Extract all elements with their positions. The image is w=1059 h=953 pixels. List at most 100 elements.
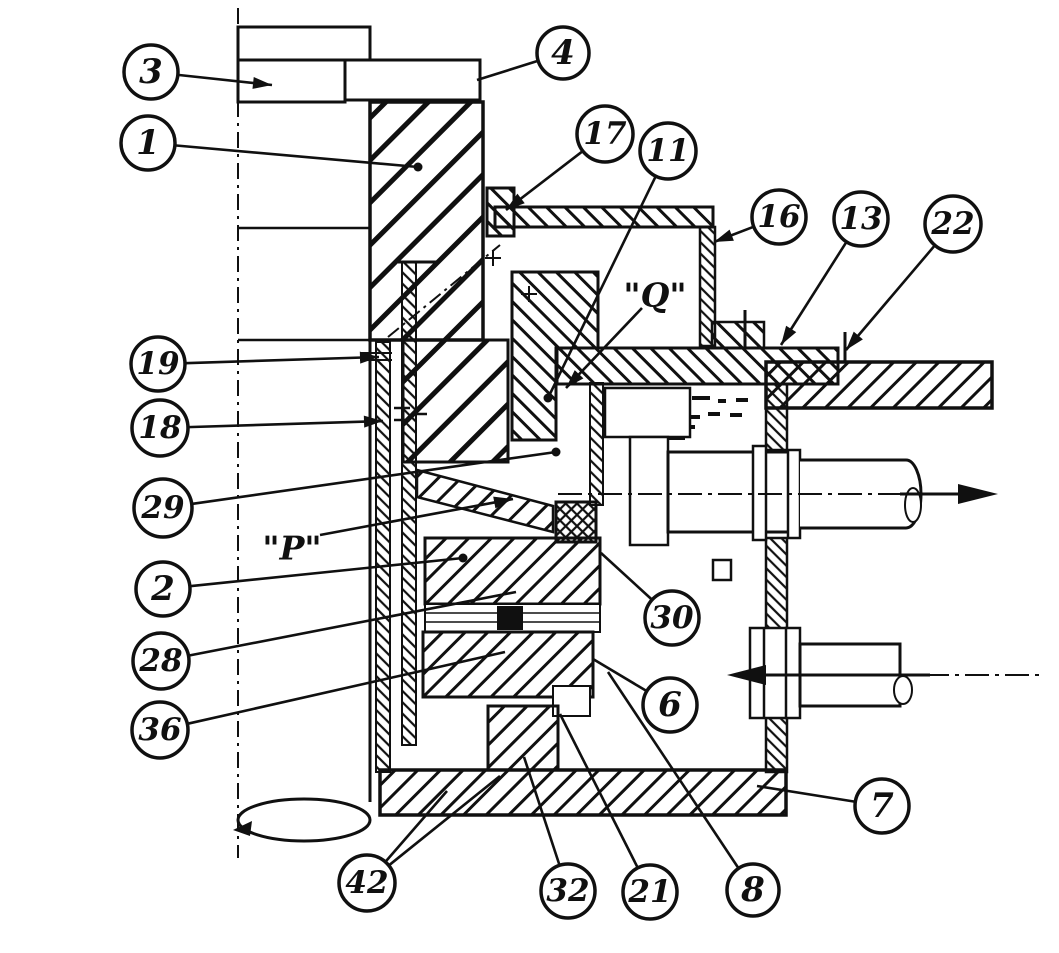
callout-circle	[643, 589, 701, 647]
bearing-part30	[554, 500, 598, 544]
view-label-Q: "Q"	[623, 276, 686, 315]
callout-number: 6	[658, 685, 682, 725]
callout-28: 28	[131, 631, 191, 691]
housing-top-wall	[493, 205, 766, 350]
stop-block	[711, 558, 733, 582]
turbine-hub	[603, 386, 692, 547]
leader-line-4	[476, 59, 539, 82]
callout-19: 19	[129, 335, 187, 393]
callout-number: 2	[150, 569, 175, 609]
callout-circle	[638, 121, 698, 181]
callout-30: 30	[643, 589, 701, 647]
leader-arrowhead	[506, 193, 525, 210]
callout-number: 8	[740, 870, 765, 910]
callout-number: 7	[870, 786, 894, 826]
leader-line-11	[546, 175, 657, 399]
callout-circle	[129, 335, 187, 393]
callout-circle	[122, 43, 180, 101]
leader-arrowhead	[781, 325, 797, 345]
leader-line-42	[384, 790, 448, 863]
leader-arrowhead	[493, 496, 513, 509]
view-label-P: "P"	[262, 529, 321, 568]
leader-line-21	[558, 713, 639, 869]
callout-number: 17	[583, 116, 627, 152]
callout-13: 13	[832, 190, 890, 248]
leader-lines	[174, 59, 936, 870]
callout-21: 21	[621, 863, 679, 921]
drive-ring-part1	[368, 100, 537, 464]
leader-line-19	[184, 355, 380, 365]
view-labels: "Q" "P"	[262, 276, 686, 568]
output-shaft	[666, 444, 923, 542]
callout-number: 42	[345, 865, 388, 901]
housing-bottom-wall	[378, 768, 788, 817]
piston-part2	[415, 468, 602, 606]
leader-line-13	[779, 241, 848, 346]
leader-line-6	[592, 657, 648, 693]
callout-circle	[535, 25, 591, 81]
callout-7: 7	[853, 777, 911, 835]
callout-circle	[132, 477, 194, 539]
drive-plate-part4	[343, 58, 482, 102]
clutch-drum-shells	[360, 260, 436, 773]
leader-arrowhead	[363, 415, 383, 428]
leader-line-P	[319, 497, 514, 537]
leader-arrowhead	[252, 77, 272, 89]
callout-number: 21	[627, 874, 671, 910]
lower-hub	[486, 704, 560, 772]
leader-arrowhead	[714, 229, 734, 242]
callout-circle	[621, 863, 679, 921]
callout-circle	[130, 700, 190, 760]
housing-right-wall	[764, 382, 789, 774]
callout-number: 19	[136, 346, 179, 382]
leader-arrowhead	[846, 331, 863, 350]
callout-number: 22	[930, 206, 974, 242]
callout-number: 29	[140, 490, 184, 526]
leader-arrowhead	[566, 370, 584, 388]
callout-number: 4	[551, 33, 575, 73]
leader-arrowhead	[359, 351, 379, 364]
callout-number: 3	[139, 52, 163, 92]
leader-line-29	[191, 450, 557, 506]
callout-number: 28	[138, 643, 182, 679]
input-flow-arrow	[727, 665, 1042, 685]
callout-32: 32	[539, 862, 597, 920]
callout-circle	[725, 862, 781, 918]
leader-line-18	[187, 419, 384, 429]
callout-circle	[130, 398, 190, 458]
callout-11: 11	[638, 121, 698, 181]
callout-17: 17	[575, 104, 635, 164]
leader-dot	[543, 393, 553, 403]
leader-line-32	[522, 756, 561, 866]
clutch-pack	[421, 603, 601, 717]
callout-8: 8	[725, 862, 781, 918]
callout-number: 30	[650, 600, 694, 636]
leader-line-30	[600, 552, 653, 601]
callout-number: 32	[546, 873, 589, 909]
leader-line-42	[388, 774, 501, 867]
callout-circle	[337, 853, 397, 913]
callout-1: 1	[119, 114, 177, 172]
support-beam	[764, 360, 994, 410]
leader-line-36	[187, 650, 506, 726]
leader-line-22	[845, 244, 936, 351]
callout-6: 6	[641, 676, 699, 734]
callout-circle	[923, 194, 983, 254]
leader-line-1	[174, 144, 419, 169]
callout-3: 3	[122, 43, 180, 101]
callout-29: 29	[132, 477, 194, 539]
shaft-end	[236, 797, 372, 843]
callout-16: 16	[750, 188, 808, 246]
callout-circle	[131, 631, 191, 691]
callout-circle	[641, 676, 699, 734]
callout-circle	[119, 114, 177, 172]
leader-line-2	[189, 556, 464, 588]
leader-dot	[413, 162, 423, 172]
callout-22: 22	[923, 194, 983, 254]
leader-line-8	[606, 671, 740, 870]
output-flow-arrow	[558, 484, 998, 504]
callout-number: 11	[646, 133, 689, 169]
